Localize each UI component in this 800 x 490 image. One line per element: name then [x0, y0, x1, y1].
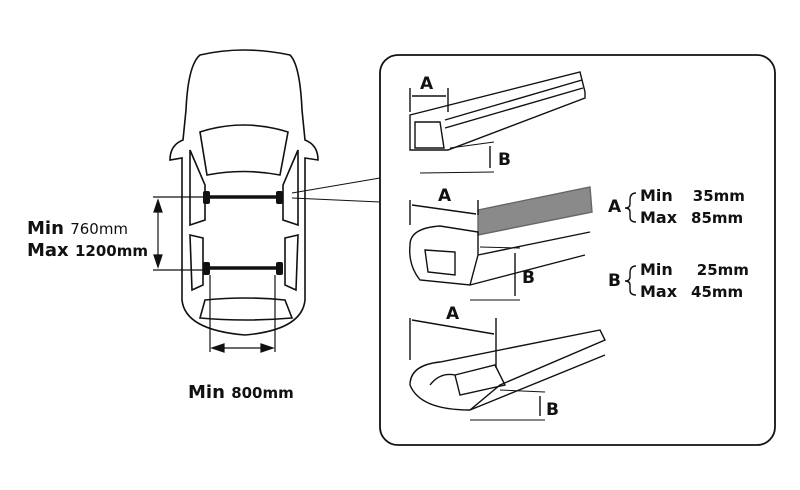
profile1-a-label: A — [420, 74, 434, 94]
spacing-max-value: 1200mm — [74, 242, 148, 260]
spec-a-min-value: 35mm — [692, 187, 745, 205]
spacing-min-label: Min — [27, 218, 64, 239]
spec-a-max-label: Max — [640, 208, 678, 227]
spec-b-letter: B — [608, 271, 621, 291]
spec-a-min-label: Min — [640, 186, 673, 205]
spacing-min-value: 760mm — [70, 220, 129, 238]
profile-wing-bar — [409, 318, 606, 421]
profile3-a-label: A — [446, 304, 460, 324]
spec-b-max-value: 45mm — [691, 283, 744, 301]
spec-b-min-value: 25mm — [696, 261, 749, 279]
spec-b-max-label: Max — [640, 282, 678, 301]
profile2-a-label: A — [438, 186, 452, 206]
spec-a-max-value: 85mm — [691, 209, 744, 227]
spec-a-letter: A — [608, 197, 622, 217]
width-min-value: 800mm — [231, 384, 294, 402]
spacing-dimension — [153, 196, 276, 353]
width-min-label: Min — [188, 382, 225, 403]
profile3-b-label: B — [546, 400, 559, 420]
car-top-view — [169, 49, 319, 336]
spec-b-min-label: Min — [640, 260, 673, 279]
profile1-b-label: B — [498, 150, 511, 170]
profile-square-bar — [409, 71, 586, 174]
profile-aero-bar — [409, 186, 593, 301]
detail-panel — [379, 54, 776, 446]
profile2-b-label: B — [522, 268, 535, 288]
roof-bars — [207, 195, 279, 270]
spacing-max-label: Max — [27, 240, 69, 261]
